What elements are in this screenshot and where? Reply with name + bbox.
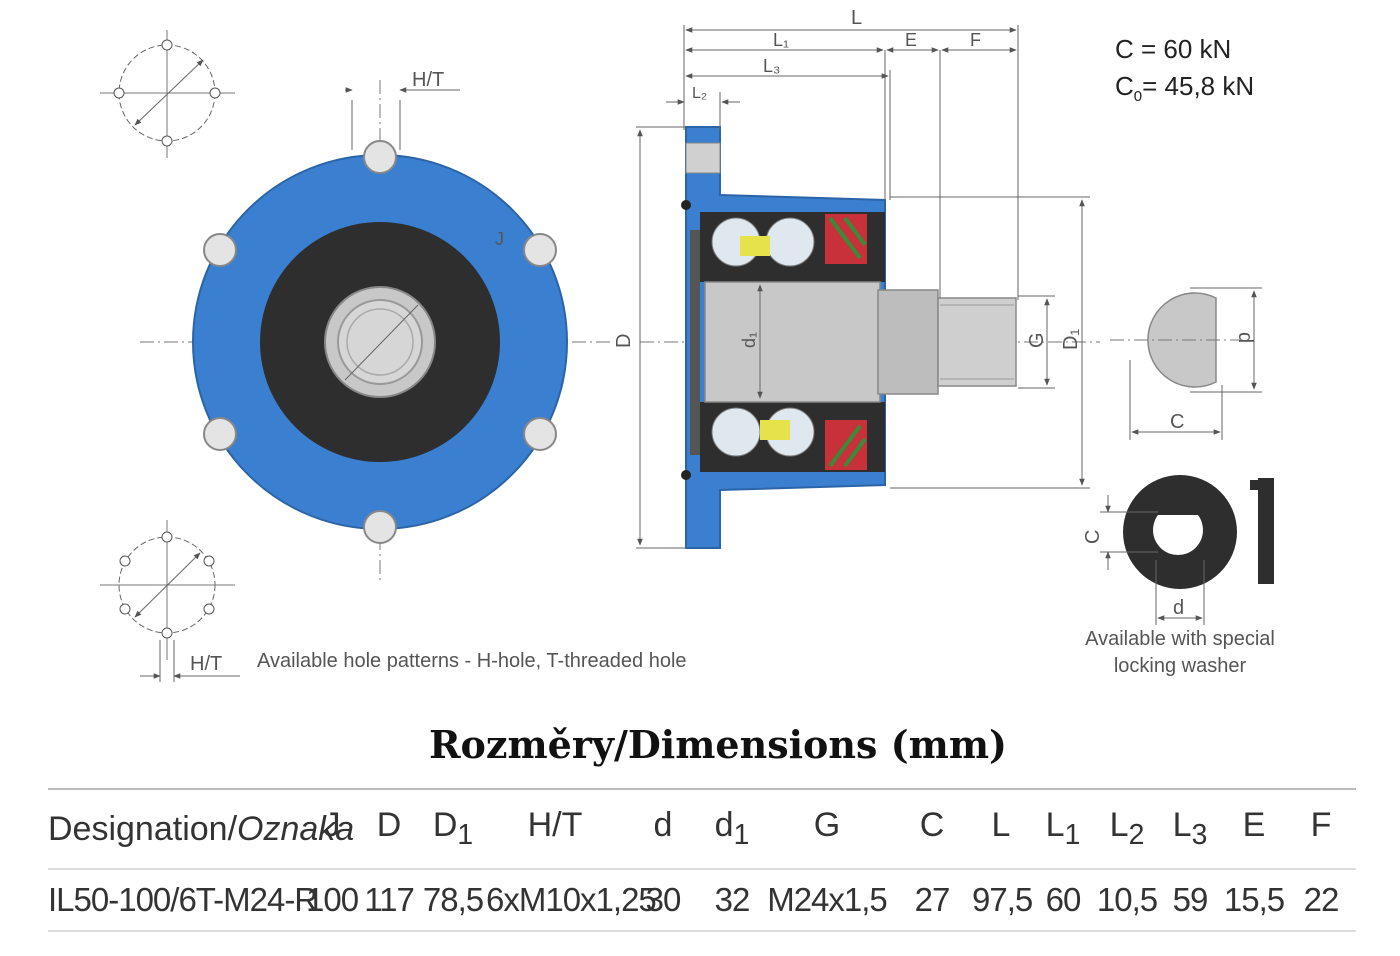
dim-D1: D₁ xyxy=(1060,329,1082,350)
dim-E: E xyxy=(905,30,917,50)
table-cell: 59 xyxy=(1158,868,1222,932)
hole-pattern-sketch-bottom: H/T xyxy=(100,520,240,682)
header-designation: Designation/Oznaka xyxy=(48,788,354,869)
bolt-hole xyxy=(203,233,237,267)
dim-L1: L₁ xyxy=(773,30,789,50)
table-cell: 30 xyxy=(624,868,702,932)
table-cell: 100 xyxy=(306,868,359,932)
header-cell: G xyxy=(762,788,892,869)
table-cell: 15,5 xyxy=(1222,868,1286,932)
bolt-hole xyxy=(523,233,557,267)
hole-patterns-caption: Available hole patterns - H-hole, T-thre… xyxy=(257,650,687,672)
dim-G: G xyxy=(1026,332,1048,348)
cell-designation: IL50-100/6T-M24-R xyxy=(48,868,318,932)
header-cell: E xyxy=(1222,788,1286,869)
svg-text:J: J xyxy=(495,229,504,249)
bolt-hole xyxy=(203,417,237,451)
header-cell: J xyxy=(306,788,358,869)
load-ratings: C = 60 kN C0= 45,8 kN xyxy=(1115,34,1254,105)
dimensions-table: Designation/Oznaka J D D1 H/T d d1 G C L… xyxy=(48,788,1356,932)
static-load-rating: C0= 45,8 kN xyxy=(1115,71,1254,105)
bolt-hole xyxy=(363,140,397,174)
header-cell: C xyxy=(892,788,972,869)
dim-d-washer: d xyxy=(1173,597,1184,619)
table-cell: 10,5 xyxy=(1096,868,1158,932)
dim-d1: d₁ xyxy=(739,332,759,348)
header-cell: d xyxy=(624,788,702,869)
table-cell: 6xM10x1,25 xyxy=(486,868,657,932)
dim-D: D xyxy=(613,334,635,348)
washer-caption-line2: locking washer xyxy=(1114,655,1247,677)
table-cell: 32 xyxy=(702,868,762,932)
header-cell: D1 xyxy=(420,788,486,869)
header-cell: L1 xyxy=(1030,788,1096,869)
bolt-holes xyxy=(203,140,557,544)
header-cell: H/T xyxy=(486,788,624,869)
technical-drawing: H/T J H/T Available hole patterns - H-ho… xyxy=(100,7,1275,682)
table-row: IL50-100/6T-M24-R 100 117 78,5 6xM10x1,2… xyxy=(48,868,1356,932)
ht-label-top: H/T xyxy=(412,69,444,91)
bearing-balls xyxy=(711,217,815,457)
dim-C-washer: C xyxy=(1082,530,1104,544)
dim-d-side: d xyxy=(1234,332,1256,343)
dim-L2: L₂ xyxy=(692,85,707,102)
table-cell: 60 xyxy=(1030,868,1096,932)
hub-front-view: H/T J xyxy=(140,69,610,580)
header-cell: L3 xyxy=(1158,788,1222,869)
header-cell: d1 xyxy=(702,788,762,869)
hole-pattern-sketch-top xyxy=(100,30,235,158)
header-cell: L2 xyxy=(1096,788,1158,869)
dim-C-side: C xyxy=(1170,411,1184,433)
header-cell: L xyxy=(972,788,1030,869)
washer-caption-line1: Available with special xyxy=(1085,628,1275,650)
seals xyxy=(825,214,867,470)
dim-F: F xyxy=(970,30,981,50)
table-cell: 27 xyxy=(892,868,972,932)
ht-label-bottom: H/T xyxy=(190,653,222,675)
bolt-hole xyxy=(363,510,397,544)
hub-section-view: L L₁ E F L₃ L₂ D D₁ G d₁ xyxy=(613,7,1100,549)
dimensions-title: Rozměry/Dimensions (mm) xyxy=(428,722,1008,767)
table-cell: 97,5 xyxy=(972,868,1033,932)
table-cell: 78,5 xyxy=(420,868,486,932)
locking-washer: C d Available with special locking washe… xyxy=(1082,475,1275,677)
header-cell: D xyxy=(358,788,420,869)
dynamic-load-rating: C = 60 kN xyxy=(1115,34,1231,64)
dim-L: L xyxy=(851,7,862,29)
shaft-end-view: C d xyxy=(1110,287,1262,440)
header-cell: F xyxy=(1286,788,1356,869)
dim-L3: L₃ xyxy=(763,56,780,76)
table-cell: 22 xyxy=(1286,868,1356,932)
bolt-hole xyxy=(523,417,557,451)
spindle-section xyxy=(704,281,881,403)
table-cell: 117 xyxy=(358,868,420,932)
table-header-row: Designation/Oznaka J D D1 H/T d d1 G C L… xyxy=(48,788,1356,869)
table-cell: M24x1,5 xyxy=(762,868,892,932)
